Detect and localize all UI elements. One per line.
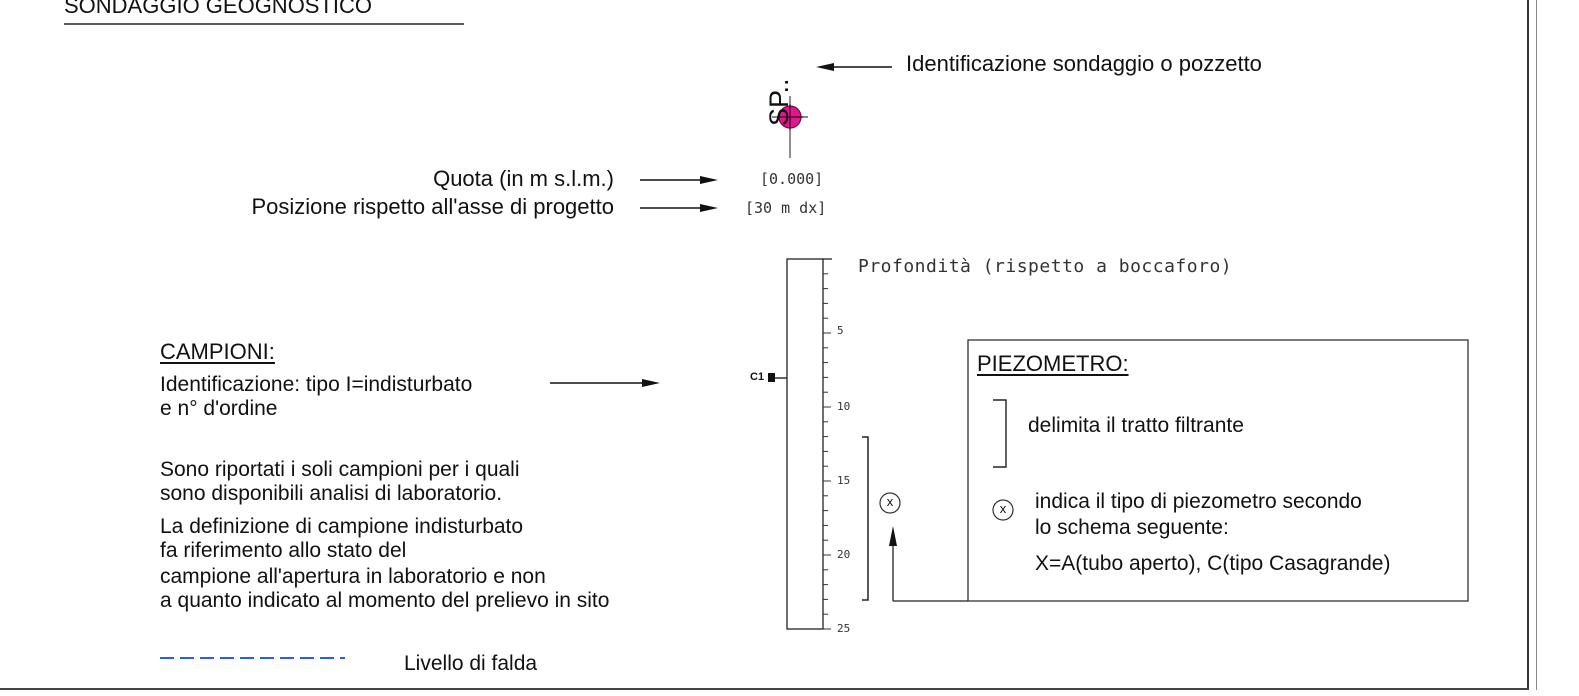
piezometer-symbol-column-letter: x: [886, 494, 894, 509]
campioni-id-line2: e n° d'ordine: [160, 397, 278, 420]
depth-tick-5: 5: [837, 324, 844, 337]
page-title: SONDAGGIO GEOGNOSTICO: [64, 0, 373, 18]
depth-tick-20: 20: [837, 548, 851, 561]
filter-bracket-column: [862, 436, 869, 601]
campioni-id-line1: Identificazione: tipo I=indisturbato: [160, 373, 473, 396]
campioni-note-2: sono disponibili analisi di laboratorio.: [160, 482, 503, 505]
depth-tick-25: 25: [837, 622, 851, 635]
piezometro-box: [967, 339, 1469, 602]
piezometer-leader-arrowhead: [889, 526, 897, 546]
falda-label: Livello di falda: [404, 652, 538, 675]
frame-border-right-outer: [1536, 0, 1537, 690]
depth-minor-ticks: [823, 273, 831, 630]
sample-marker-c1: [768, 373, 775, 382]
depth-column: [786, 258, 824, 630]
quota-label: Quota (in m s.l.m.): [433, 166, 614, 191]
piezometer-symbol-legend-letter: x: [999, 501, 1007, 516]
piezometer-symbol-legend: [992, 499, 1014, 521]
arrow-sp-head: [816, 63, 834, 71]
depth-tick-15: 15: [837, 474, 851, 487]
piezometro-heading: PIEZOMETRO:: [977, 351, 1129, 376]
frame-border-right: [1527, 0, 1529, 690]
arrow-quota-head: [700, 176, 718, 184]
piezometer-symbol-column: [879, 492, 901, 514]
piezometro-type-desc-2: lo schema seguente:: [1035, 516, 1229, 539]
frame-border-bottom: [0, 688, 1529, 690]
campioni-note-4: fa riferimento allo stato del: [160, 539, 407, 562]
campioni-note-5: campione all'apertura in laboratorio e n…: [160, 565, 546, 588]
piezometro-type-desc-1: indica il tipo di piezometro secondo: [1035, 490, 1362, 513]
campioni-heading: CAMPIONI:: [160, 339, 275, 364]
depth-label: Profondità (rispetto a boccaforo): [858, 256, 1233, 277]
posizione-label: Posizione rispetto all'asse di progetto: [251, 194, 614, 219]
arrow-posizione-head: [700, 204, 718, 212]
campioni-note-6: a quanto indicato al momento del preliev…: [160, 589, 610, 612]
borehole-id-description: Identificazione sondaggio o pozzetto: [906, 51, 1262, 76]
piezometro-type-desc-3: X=A(tubo aperto), C(tipo Casagrande): [1035, 552, 1391, 575]
depth-tick-10: 10: [837, 400, 851, 413]
campioni-note-3: La definizione di campione indisturbato: [160, 515, 524, 538]
arrow-campioni-head: [642, 379, 660, 387]
filter-bracket-legend: [993, 399, 1007, 468]
quota-value: [0.000]: [760, 170, 824, 188]
posizione-value: [30 m dx]: [745, 199, 827, 217]
piezometro-filter-desc: delimita il tratto filtrante: [1028, 414, 1244, 437]
campioni-note-1: Sono riportati i soli campioni per i qua…: [160, 458, 520, 481]
sample-label-c1: C1: [750, 371, 765, 383]
borehole-id-label: SP..: [764, 78, 794, 126]
